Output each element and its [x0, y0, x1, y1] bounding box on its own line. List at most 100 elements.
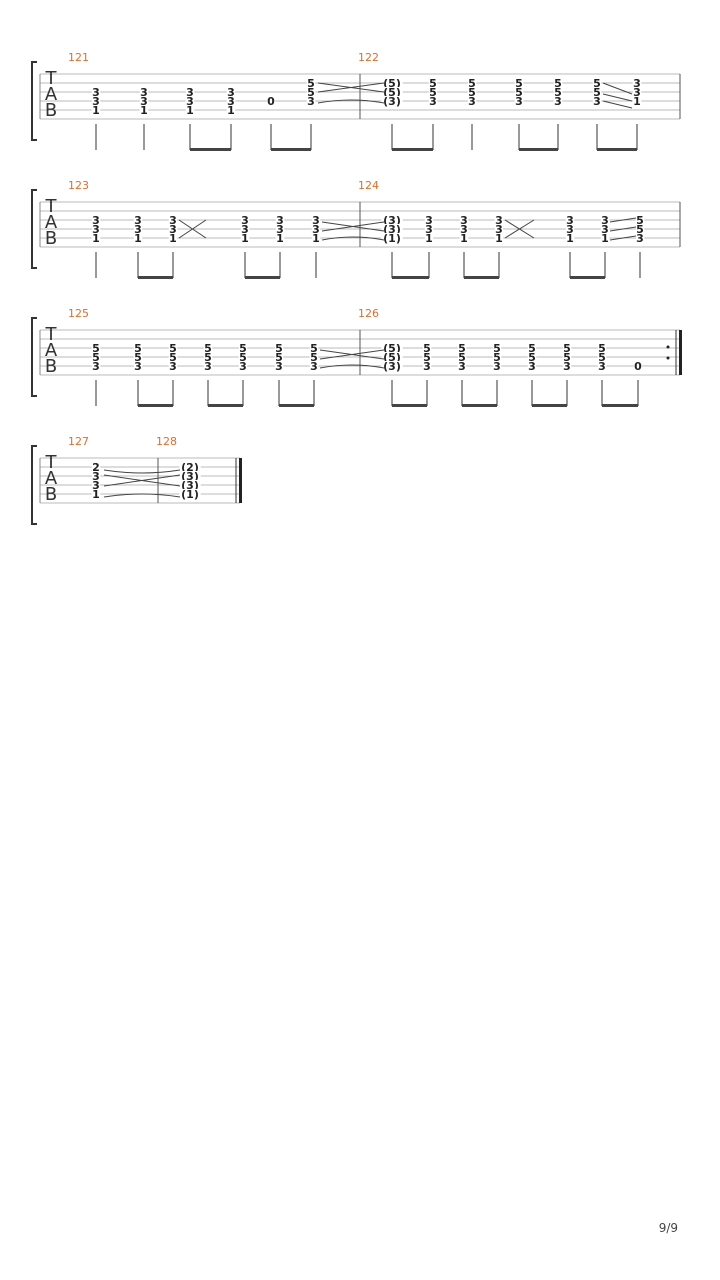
note-beam: [519, 148, 558, 151]
fret-bg: [274, 361, 284, 371]
tab-clef-letter: T: [45, 196, 58, 217]
fret-bg: [240, 233, 250, 243]
fret-number: 3: [593, 95, 601, 108]
note-beam: [392, 404, 427, 407]
fret-bg: [275, 233, 285, 243]
fret-number: 5: [307, 86, 315, 99]
fret-bg: [633, 361, 643, 371]
fret-number: (3): [181, 470, 199, 483]
fret-number: 5: [493, 351, 501, 364]
fret-bg: [494, 233, 504, 243]
fret-number: 5: [593, 77, 601, 90]
fret-bg: [527, 352, 537, 362]
fret-number: 3: [425, 223, 433, 236]
fret-number: 3: [92, 95, 100, 108]
fret-bg: [492, 361, 502, 371]
fret-bg: [632, 96, 642, 106]
fret-number: 5: [458, 342, 466, 355]
fret-bg: [185, 96, 195, 106]
note-beam: [138, 276, 173, 279]
tie-arc: [321, 221, 385, 232]
repeat-barline-thick: [679, 330, 682, 375]
fret-number: 1: [566, 232, 574, 245]
fret-bg: [275, 224, 285, 234]
fret-bg: [428, 78, 438, 88]
fret-bg: [311, 233, 321, 243]
fret-number: 3: [460, 214, 468, 227]
fret-number: 5: [310, 351, 318, 364]
fret-bg: [597, 343, 607, 353]
fret-bg: [562, 343, 572, 353]
fret-bg: [309, 352, 319, 362]
note-beam: [271, 148, 311, 151]
fret-bg: [553, 87, 563, 97]
fret-number: 1: [460, 232, 468, 245]
fret-bg: [514, 78, 524, 88]
fret-bg: [467, 78, 477, 88]
fret-number: 3: [633, 77, 641, 90]
fret-number: 3: [493, 360, 501, 373]
fret-number: 3: [275, 360, 283, 373]
fret-bg: [422, 361, 432, 371]
note-beam: [392, 276, 429, 279]
fret-number: (3): [383, 360, 401, 373]
fret-bg: [527, 361, 537, 371]
fret-number: (5): [383, 342, 401, 355]
fret-number: (5): [383, 77, 401, 90]
fret-bg: [91, 233, 101, 243]
note-beam: [532, 404, 567, 407]
fret-number: (3): [181, 479, 199, 492]
measure-number: 128: [156, 435, 177, 448]
fret-number: 3: [633, 86, 641, 99]
slide-line: [602, 100, 633, 109]
fret-number: 3: [227, 86, 235, 99]
fret-number: 3: [458, 360, 466, 373]
fret-bg: [553, 96, 563, 106]
fret-bg: [179, 480, 201, 490]
fret-bg: [240, 215, 250, 225]
fret-number: 1: [276, 232, 284, 245]
fret-bg: [428, 87, 438, 97]
fret-bg: [381, 215, 403, 225]
fret-bg: [459, 224, 469, 234]
fret-number: 5: [636, 214, 644, 227]
measure-number: 127: [68, 435, 89, 448]
note-beam: [597, 148, 637, 151]
fret-bg: [185, 87, 195, 97]
fret-number: 3: [601, 214, 609, 227]
fret-number: 3: [241, 214, 249, 227]
fret-bg: [226, 96, 236, 106]
measure-number: 122: [358, 51, 379, 64]
fret-number: 5: [493, 342, 501, 355]
fret-bg: [424, 224, 434, 234]
tab-system: TAB125553553553553553553553126(5)(5)(3)5…: [31, 307, 682, 407]
slide-line: [609, 217, 637, 223]
tie-arc: [319, 364, 385, 369]
fret-number: 1: [227, 104, 235, 117]
fret-number: (3): [383, 95, 401, 108]
fret-number: 5: [169, 342, 177, 355]
tie-arc: [317, 82, 385, 93]
fret-bg: [635, 233, 645, 243]
fret-bg: [179, 489, 201, 499]
fret-bg: [133, 361, 143, 371]
note-beam: [570, 276, 605, 279]
fret-bg: [133, 352, 143, 362]
fret-number: 5: [515, 77, 523, 90]
note-beam: [208, 404, 243, 407]
fret-bg: [592, 96, 602, 106]
fret-bg: [274, 343, 284, 353]
slide-line: [609, 235, 637, 241]
fret-bg: [565, 233, 575, 243]
fret-number: 5: [275, 351, 283, 364]
fret-number: 3: [140, 86, 148, 99]
fret-bg: [381, 352, 403, 362]
fret-number: 5: [563, 342, 571, 355]
repeat-dot: [666, 356, 670, 360]
fret-number: 3: [528, 360, 536, 373]
note-beam: [462, 404, 497, 407]
tie-arc: [321, 236, 385, 241]
fret-number: 1: [92, 488, 100, 501]
fret-number: 1: [169, 232, 177, 245]
